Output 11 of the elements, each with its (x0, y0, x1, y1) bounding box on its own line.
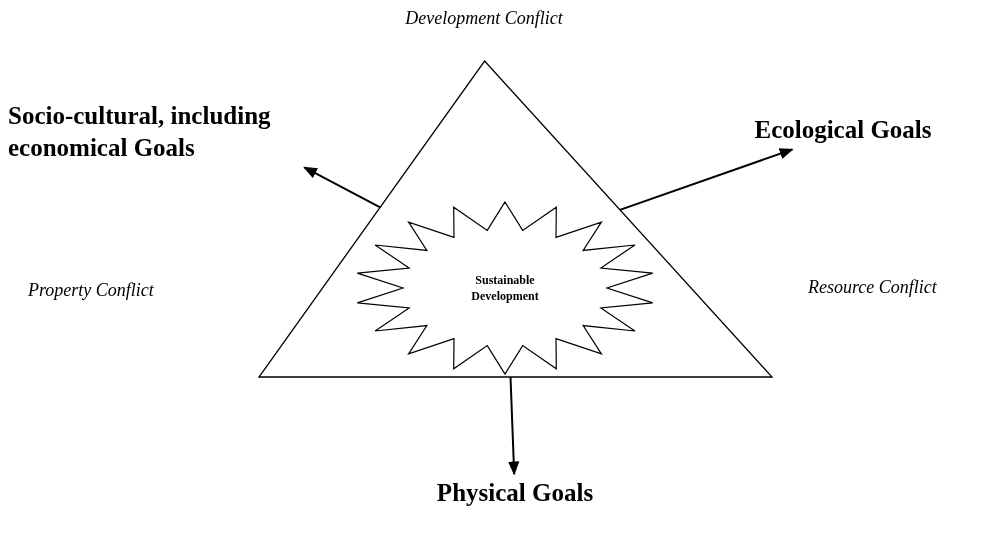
conflict-label: Development Conflict (405, 8, 563, 29)
starburst-shape (355, 202, 655, 374)
conflict-label: Property Conflict (28, 280, 154, 301)
goal-label: Socio-cultural, including economical Goals (8, 101, 272, 163)
arrow (508, 376, 520, 476)
goal-label: Ecological Goals (753, 115, 933, 145)
conflict-label: Resource Conflict (808, 277, 937, 298)
goal-label: Physical Goals (435, 478, 595, 508)
center-label: Sustainable Development (470, 272, 540, 304)
arrow (618, 148, 794, 211)
arrow (303, 166, 382, 209)
